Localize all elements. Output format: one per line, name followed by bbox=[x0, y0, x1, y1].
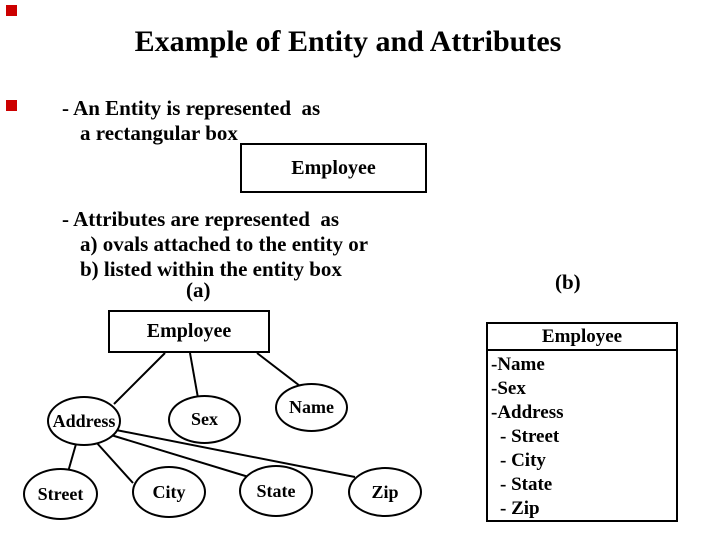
attribute-oval-address: Address bbox=[47, 396, 121, 446]
attribute-row-state: - State bbox=[500, 474, 553, 495]
diagram-a-entity-label: Employee bbox=[146, 320, 232, 342]
bullet-attributes-line2: a) ovals attached to the entity or bbox=[80, 232, 369, 256]
attribute-row-zip: - Zip bbox=[500, 498, 540, 519]
entity-example-box-label: Employee bbox=[291, 156, 376, 179]
bullet-entity-line2: a rectangular box bbox=[80, 121, 238, 145]
page-title: Example of Entity and Attributes bbox=[134, 25, 562, 58]
attribute-oval-state: State bbox=[239, 465, 313, 517]
entity-example-box: Employee bbox=[240, 143, 427, 193]
attribute-oval-name: Name bbox=[275, 383, 348, 432]
attribute-oval-street: Street bbox=[23, 468, 98, 520]
red-square-marker-top bbox=[6, 5, 17, 16]
bullet-attributes-line1: - Attributes are represented as bbox=[62, 207, 340, 231]
attribute-oval-city: City bbox=[132, 466, 206, 518]
attribute-row-city: - City bbox=[500, 450, 546, 471]
diagram-b-entity-table: Employee -Name -Sex -Address - Street - … bbox=[486, 322, 678, 522]
diagram-b-entity-header: Employee bbox=[488, 324, 676, 351]
bullet-attributes-line3: b) listed within the entity box bbox=[80, 257, 342, 281]
attribute-oval-sex: Sex bbox=[168, 395, 241, 444]
attribute-row-street: - Street bbox=[500, 426, 560, 447]
diagram-a-entity-box: Employee bbox=[108, 310, 270, 353]
line-address-street bbox=[67, 443, 77, 473]
diagram-b-caption: (b) bbox=[555, 270, 581, 294]
line-employee-address bbox=[113, 352, 166, 405]
attribute-oval-zip: Zip bbox=[348, 467, 422, 517]
attribute-row-sex: -Sex bbox=[491, 378, 526, 399]
diagram-b-attribute-list: -Name -Sex -Address - Street - City - St… bbox=[488, 351, 676, 521]
diagram-a-caption: (a) bbox=[186, 278, 211, 302]
attribute-row-address: -Address bbox=[491, 402, 564, 423]
red-square-marker-bullet bbox=[6, 100, 17, 111]
line-employee-name bbox=[256, 352, 301, 387]
line-address-state bbox=[110, 434, 253, 479]
bullet-entity-line1: - An Entity is represented as bbox=[62, 96, 321, 120]
line-address-city bbox=[95, 441, 134, 484]
line-address-zip bbox=[115, 429, 356, 478]
attribute-row-name: -Name bbox=[491, 354, 545, 375]
line-employee-sex bbox=[189, 352, 199, 399]
